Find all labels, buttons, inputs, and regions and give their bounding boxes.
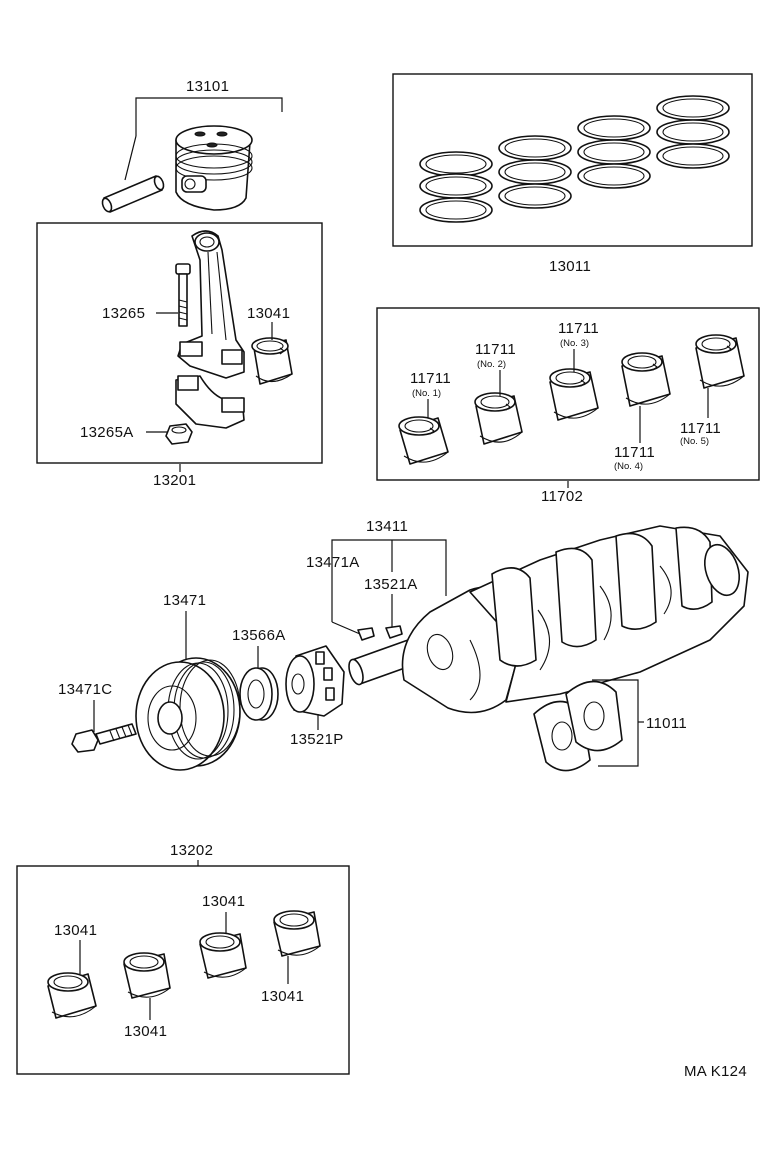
crank-key xyxy=(385,625,403,639)
connecting-rod-bolt xyxy=(175,263,191,327)
leader-13101-pin xyxy=(124,135,137,181)
piston-ring-group: 13011 xyxy=(392,73,753,275)
label-11702: 11702 xyxy=(541,488,583,505)
label-13566A: 13566A xyxy=(232,627,286,644)
label-conrod-bearing: 13041 xyxy=(247,305,290,322)
label-bearing-c: 13041 xyxy=(202,893,245,910)
label-13521A: 13521A xyxy=(364,576,418,593)
main-bearing-group: 11711 (No. 1) 11711 (No. 2) 11711 (No. 3… xyxy=(376,307,760,505)
crank-gear xyxy=(285,645,345,717)
label-13471: 13471 xyxy=(163,592,206,609)
label-main-no4: 11711 xyxy=(614,444,655,461)
label-main-no5: 11711 xyxy=(680,420,721,437)
piston xyxy=(175,125,253,211)
leader-13471A xyxy=(331,621,361,635)
label-11011: 11011 xyxy=(646,715,687,732)
conrod-bearing-b xyxy=(123,952,171,999)
ring-set-4 xyxy=(656,95,730,169)
connecting-rod-group: 13265 13265A 13041 13201 xyxy=(36,222,323,489)
crank-gear-group: 13566A 13521P xyxy=(232,627,345,748)
box-13011 xyxy=(392,73,753,247)
conrod-bearing-c xyxy=(199,932,247,979)
label-13201: 13201 xyxy=(153,472,196,489)
label-main-no3: 11711 xyxy=(558,320,599,337)
crank-gear-spacer xyxy=(239,667,279,721)
ring-set-3 xyxy=(577,115,651,189)
label-main-no2: 11711 xyxy=(475,341,516,358)
conrod-bearing-set-group: 13202 13041 13041 13041 xyxy=(16,842,350,1075)
leader-13101 xyxy=(135,97,283,136)
leader-13411 xyxy=(331,539,447,622)
label-13521P: 13521P xyxy=(290,731,344,748)
main-bearing-no3 xyxy=(549,368,599,421)
label-main-no1: 11711 xyxy=(410,370,451,387)
label-13411: 13411 xyxy=(366,518,408,535)
thrust-washer-group: 11011 xyxy=(533,679,687,772)
label-main-no5-sub: (No. 5) xyxy=(680,436,709,447)
box-13202 xyxy=(16,865,350,1075)
ring-set-2 xyxy=(498,135,572,209)
thrust-washer xyxy=(533,680,623,772)
diagram-code: MA K124 xyxy=(684,1063,747,1080)
conrod-bearing xyxy=(251,337,293,385)
connecting-rod-nut xyxy=(165,423,193,445)
label-main-no3-sub: (No. 3) xyxy=(560,338,589,349)
label-13011: 13011 xyxy=(549,258,591,275)
label-bearing-a: 13041 xyxy=(54,922,97,939)
crank-pulley xyxy=(135,657,241,771)
label-13101: 13101 xyxy=(186,78,229,95)
main-bearing-no5 xyxy=(695,334,745,389)
label-13471A: 13471A xyxy=(306,554,360,571)
conrod-bearing-d xyxy=(273,910,321,957)
label-13471C: 13471C xyxy=(58,681,112,698)
label-main-no4-sub: (No. 4) xyxy=(614,461,643,472)
pulley-bolt xyxy=(71,723,137,753)
main-bearing-no2 xyxy=(474,392,523,445)
connecting-rod-cap xyxy=(175,375,245,429)
conrod-bearing-a xyxy=(47,972,97,1019)
crankshaft xyxy=(348,525,749,714)
crankshaft-group: 13411 13471A 13521A xyxy=(306,518,749,714)
label-main-no2-sub: (No. 2) xyxy=(477,359,506,370)
label-13202: 13202 xyxy=(170,842,213,859)
label-main-no1-sub: (No. 1) xyxy=(412,388,441,399)
ring-set-1 xyxy=(419,151,493,223)
main-bearing-no1 xyxy=(398,416,449,465)
piston-group: 13101 xyxy=(101,78,283,213)
pulley-group: 13471 13471C xyxy=(58,592,241,771)
box-11702 xyxy=(376,307,760,481)
box-13201 xyxy=(36,222,323,464)
leader-11011 xyxy=(592,679,639,767)
piston-pin xyxy=(101,175,165,213)
pulley-key xyxy=(357,627,375,641)
label-bearing-d: 13041 xyxy=(261,988,304,1005)
label-13265A: 13265A xyxy=(80,424,134,441)
main-bearing-no4 xyxy=(621,352,671,407)
connecting-rod xyxy=(177,230,245,379)
label-bearing-b: 13041 xyxy=(124,1023,167,1040)
label-13265: 13265 xyxy=(102,305,145,322)
